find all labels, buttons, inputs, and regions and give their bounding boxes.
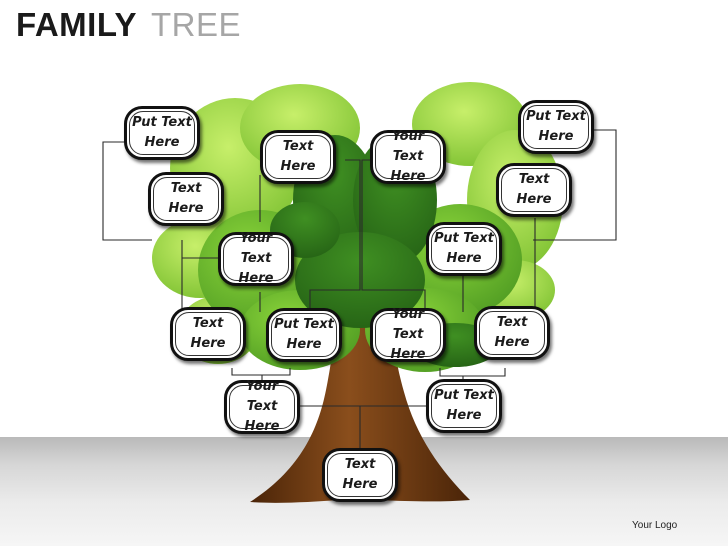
node-p1-label: Text Here: [190, 316, 226, 351]
node-p3[interactable]: Your Text Here: [370, 307, 446, 362]
node-g2[interactable]: Text Here: [148, 172, 224, 226]
node-g6-label: Put Text Here: [526, 109, 586, 144]
node-root-label: Text Here: [342, 457, 378, 492]
node-c2[interactable]: Put Text Here: [426, 379, 502, 433]
node-g1-label: Put Text Here: [132, 115, 192, 150]
node-g7-label: Text Here: [516, 172, 552, 207]
node-g3[interactable]: Text Here: [260, 130, 336, 184]
node-p3-label: Your Text Here: [390, 307, 426, 362]
logo-text: Your Logo: [632, 520, 678, 531]
node-g4[interactable]: Your Text Here: [370, 129, 446, 184]
node-p1[interactable]: Text Here: [170, 307, 246, 361]
node-c1[interactable]: Your Text Here: [224, 379, 300, 434]
node-c1-label: Your Text Here: [244, 379, 280, 434]
connector-c2: [439, 368, 506, 377]
node-p2[interactable]: Put Text Here: [266, 308, 342, 362]
node-p2-label: Put Text Here: [274, 317, 334, 352]
connector-right-outer: [533, 129, 617, 241]
node-g5-label: Your Text Here: [238, 231, 274, 286]
node-p4[interactable]: Text Here: [474, 306, 550, 360]
node-g2-label: Text Here: [168, 181, 204, 216]
node-g8-label: Put Text Here: [434, 231, 494, 266]
connector-center-right: [361, 159, 426, 312]
node-g1[interactable]: Put Text Here: [124, 106, 200, 160]
node-g8[interactable]: Put Text Here: [426, 222, 502, 276]
connector-c1: [231, 368, 291, 376]
node-c2-label: Put Text Here: [434, 388, 494, 423]
node-g6[interactable]: Put Text Here: [518, 100, 594, 154]
connector-left-outer: [102, 141, 152, 241]
node-g3-label: Text Here: [280, 139, 316, 174]
connector-lines: [102, 129, 617, 452]
title-light: TREE: [150, 6, 241, 43]
node-g5[interactable]: Your Text Here: [218, 231, 294, 286]
slide-title: FAMILY TREE: [16, 6, 241, 44]
node-root[interactable]: Text Here: [322, 448, 398, 502]
node-p4-label: Text Here: [494, 315, 530, 350]
node-g7[interactable]: Text Here: [496, 163, 572, 217]
connector-center-left: [309, 159, 361, 312]
title-bold: FAMILY: [16, 6, 137, 43]
node-g4-label: Your Text Here: [390, 129, 426, 184]
